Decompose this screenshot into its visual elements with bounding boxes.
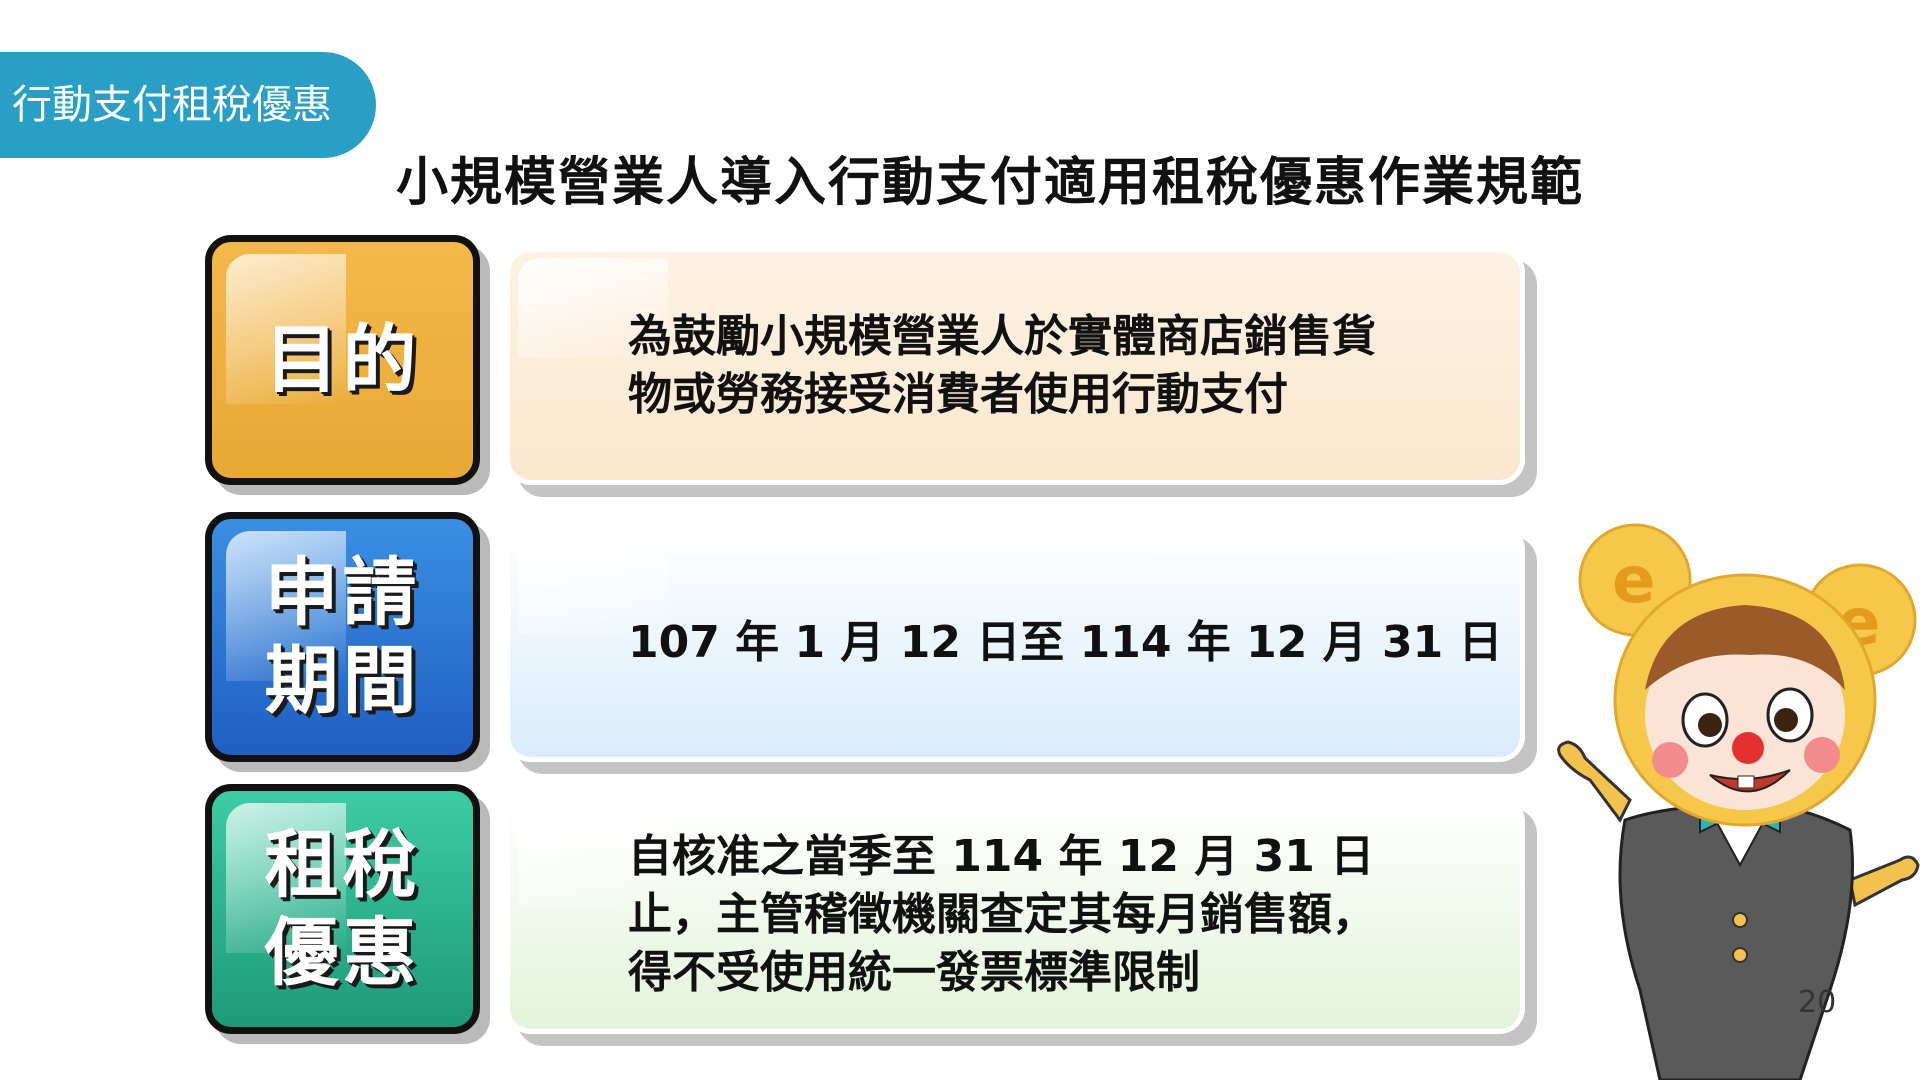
content-text: 107 年 1 月 12 日至 114 年 12 月 31 日 [510,614,1533,672]
content-line: 為鼓勵小規模營業人於實體商店銷售貨 [628,311,1376,362]
mouse-mascot-icon: e e [1557,523,1920,1080]
content-box-application-period: 107 年 1 月 12 日至 114 年 12 月 31 日 [505,524,1525,762]
label-box-application-period: 申請 期間 [205,512,480,762]
label-text: 租稅 [264,822,421,908]
row-tax-benefit: 租稅 優惠 自核准之當季至 114 年 12 月 31 日 止，主管稽徵機關查定… [205,784,1545,1039]
content-line: 107 年 1 月 12 日至 114 年 12 月 31 日 [628,617,1503,668]
content-line: 得不受使用統一發票標準限制 [628,947,1200,998]
content-line: 止，主管稽徵機關查定其每月銷售額， [628,889,1376,940]
content-text: 自核准之當季至 114 年 12 月 31 日 止，主管稽徵機關查定其每月銷售額… [510,828,1406,1002]
label-text: 目的 [264,317,421,403]
page-number: 20 [1798,985,1837,1020]
page-title: 小規模營業人導入行動支付適用租稅優惠作業規範 [395,153,1584,213]
row-application-period: 申請 期間 107 年 1 月 12 日至 114 年 12 月 31 日 [205,512,1545,767]
content-box-purpose: 為鼓勵小規模營業人於實體商店銷售貨 物或勞務接受消費者使用行動支付 [505,247,1525,485]
label-text: 期間 [264,638,421,724]
label-box-purpose: 目的 [205,235,480,485]
content-line: 物或勞務接受消費者使用行動支付 [628,369,1288,420]
content-box-tax-benefit: 自核准之當季至 114 年 12 月 31 日 止，主管稽徵機關查定其每月銷售額… [505,796,1525,1034]
ear-letter: e [1612,544,1655,618]
content-line: 自核准之當季至 114 年 12 月 31 日 [628,831,1375,882]
row-purpose: 目的 為鼓勵小規模營業人於實體商店銷售貨 物或勞務接受消費者使用行動支付 [205,235,1545,490]
label-text: 申請 [264,550,421,636]
label-text: 優惠 [264,910,421,996]
label-box-tax-benefit: 租稅 優惠 [205,784,480,1034]
content-text: 為鼓勵小規模營業人於實體商店銷售貨 物或勞務接受消費者使用行動支付 [510,308,1406,424]
section-tag: 行動支付租稅優惠 [0,52,376,158]
